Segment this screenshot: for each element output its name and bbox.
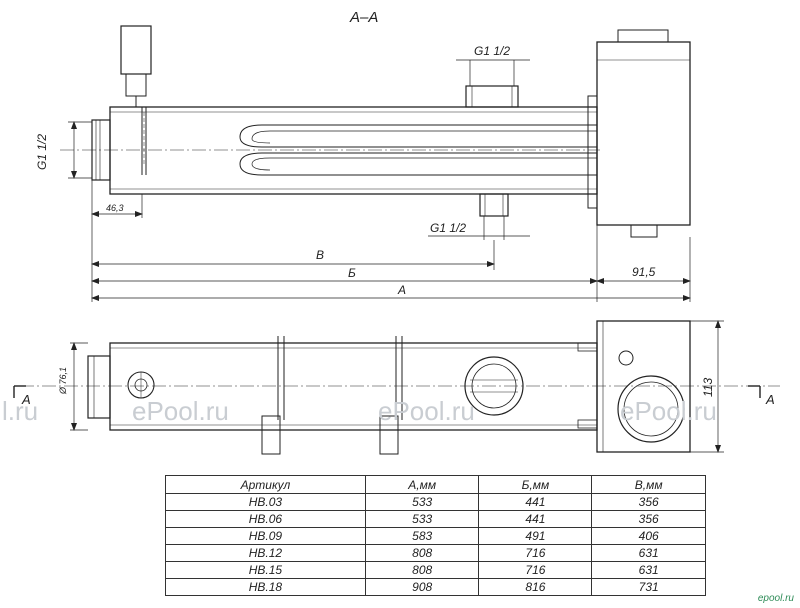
table-cell: 356 [591, 510, 706, 528]
watermark: ePool.ru [132, 396, 229, 426]
heating-element [239, 124, 597, 148]
g-top-label: G1 1/2 [474, 44, 510, 58]
section-view [60, 25, 691, 238]
table-cell: 808 [364, 544, 480, 562]
table-cell: 716 [478, 561, 593, 579]
col-header: В,мм [591, 475, 706, 494]
brand-logo: epool.ru [757, 593, 794, 604]
table-row: НВ.09 583 491 406 [165, 527, 706, 545]
dim-a-label: А [397, 283, 406, 297]
screw-head [618, 350, 634, 366]
table-cell: 356 [591, 493, 706, 511]
watermark: ePool.ru [620, 396, 717, 426]
sensor-housing [120, 25, 152, 75]
dim-diameter: Ø 76,1 [58, 367, 68, 395]
dim-46-3: 46,3 [106, 203, 124, 213]
section-mark-left: А [21, 392, 31, 407]
dim-b-label: Б [348, 266, 356, 280]
table-cell: 441 [478, 510, 593, 528]
table-cell: 731 [591, 578, 706, 596]
bracket-right [379, 415, 399, 455]
table-cell: 631 [591, 561, 706, 579]
table-cell: 441 [478, 493, 593, 511]
col-header: Артикул [165, 475, 366, 494]
top-nozzle [465, 85, 519, 108]
watermark: l.ru [2, 396, 38, 426]
table-cell: 816 [478, 578, 593, 596]
table-cell: НВ.03 [165, 493, 366, 511]
dim-91-5-label: 91,5 [632, 265, 656, 279]
dim-v-label: В [316, 248, 324, 262]
table-cell: 583 [364, 527, 480, 545]
table-row: НВ.06 533 441 356 [165, 510, 706, 528]
section-title: A–A [349, 9, 378, 26]
shell-body [109, 106, 598, 195]
top-left-fitting [87, 355, 111, 419]
table-row: НВ.15 808 716 631 [165, 561, 706, 579]
table-row: НВ.12 808 716 631 [165, 544, 706, 562]
table-cell: 631 [591, 544, 706, 562]
section-mark-right: А [765, 392, 775, 407]
table-cell: НВ.15 [165, 561, 366, 579]
section-dimensions [68, 59, 691, 302]
terminal-box [596, 41, 691, 226]
dim-113: 113 [701, 378, 715, 397]
table-cell: 716 [478, 544, 593, 562]
col-header: Б,мм [478, 475, 593, 494]
table-cell: 491 [478, 527, 593, 545]
g-left-label: G1 1/2 [35, 134, 49, 170]
table-cell: НВ.18 [165, 578, 366, 596]
bracket-left [261, 415, 281, 455]
table-cell: 406 [591, 527, 706, 545]
table-cell: 908 [364, 578, 480, 596]
table-cell: НВ.09 [165, 527, 366, 545]
cable-gland [617, 375, 685, 443]
table-cell: 533 [364, 510, 480, 528]
table-cell: НВ.06 [165, 510, 366, 528]
table-cell: НВ.12 [165, 544, 366, 562]
col-header: А,мм [364, 475, 480, 494]
table-cell: 808 [364, 561, 480, 579]
bottom-nozzle [479, 193, 509, 217]
table-row: НВ.03 533 441 356 [165, 493, 706, 511]
spec-table: Артикул А,мм Б,мм В,мм НВ.03 533 441 356… [165, 475, 706, 596]
table-row: НВ.18 908 816 731 [165, 578, 706, 596]
table-cell: 533 [364, 493, 480, 511]
top-dimensions [13, 320, 761, 453]
top-terminal-box [596, 320, 691, 453]
g-bottom-label: G1 1/2 [430, 221, 466, 235]
watermark: ePool.ru [378, 396, 475, 426]
table-header-row: Артикул А,мм Б,мм В,мм [165, 475, 706, 494]
top-view [20, 320, 780, 455]
